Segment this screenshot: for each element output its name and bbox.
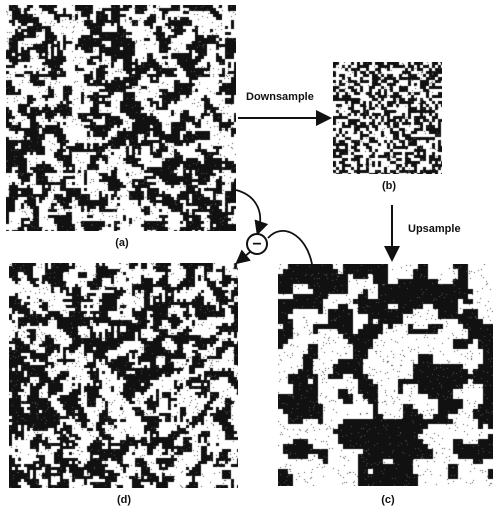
caption-c: (c) xyxy=(368,494,408,506)
upsample-label: Upsample xyxy=(408,223,461,235)
panel-b-image xyxy=(333,62,442,174)
panel-c-texture xyxy=(278,264,493,486)
panel-b-texture xyxy=(333,62,442,174)
curve-a-to-minus xyxy=(236,190,260,232)
panel-d-image xyxy=(9,263,238,488)
caption-a: (a) xyxy=(102,237,142,249)
caption-d: (d) xyxy=(104,494,144,506)
panel-c-image xyxy=(278,264,493,486)
caption-b: (b) xyxy=(369,180,409,192)
panel-a-image xyxy=(6,5,236,231)
panel-d-texture xyxy=(9,263,238,488)
downsample-label: Downsample xyxy=(246,91,314,103)
minus-circle xyxy=(247,234,267,254)
minus-symbol: − xyxy=(252,236,261,253)
panel-a-texture xyxy=(6,5,236,231)
curve-c-to-minus xyxy=(268,231,312,264)
minus-to-d-arrow xyxy=(238,252,250,262)
